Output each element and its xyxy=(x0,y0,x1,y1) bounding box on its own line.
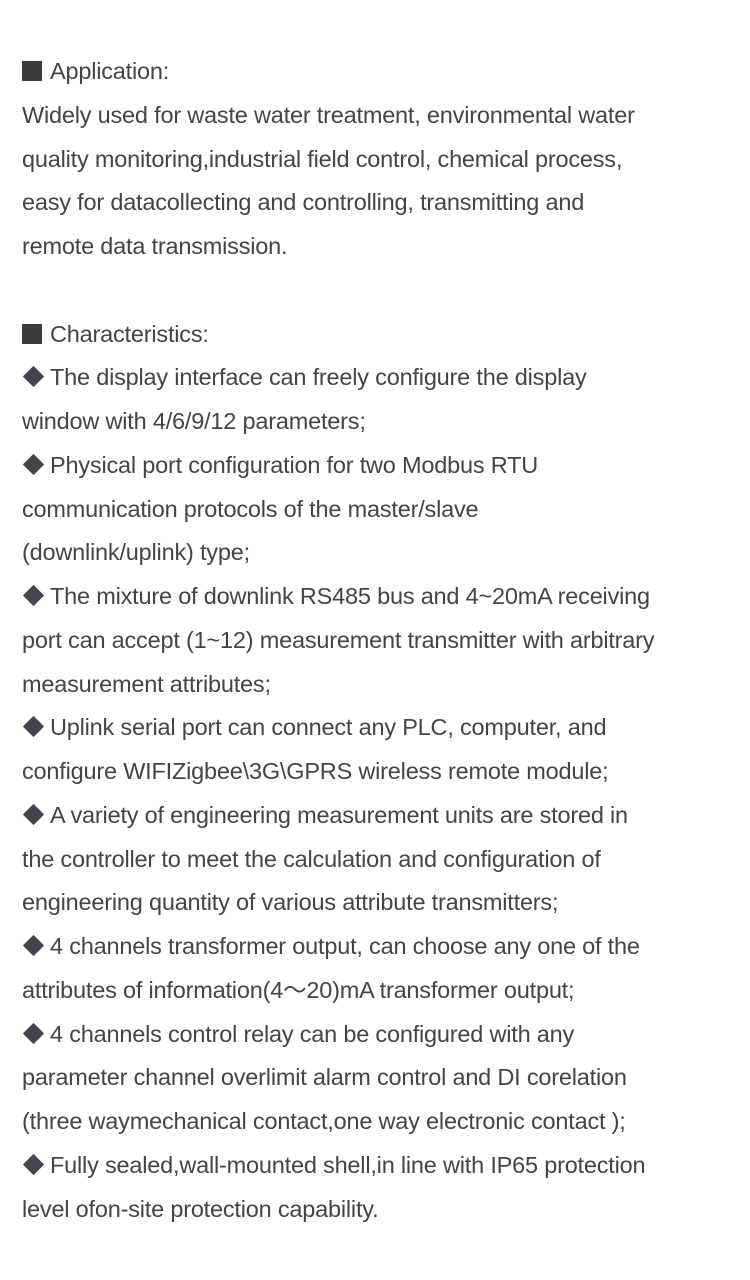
application-line: remote data transmission. xyxy=(22,233,288,259)
characteristic-text: Physical port configuration for two Modb… xyxy=(50,451,539,478)
diamond-bullet-icon xyxy=(22,716,45,738)
characteristic-text: The display interface can freely configu… xyxy=(50,364,587,391)
characteristic-line: engineering quantity of various attribut… xyxy=(22,889,559,916)
characteristic-item: Uplink serial port can connect any PLC, … xyxy=(22,706,750,794)
diamond-bullet-icon xyxy=(22,934,45,957)
application-line: quality monitoring,industrial field cont… xyxy=(22,145,623,172)
characteristic-item: Fully sealed,wall-mounted shell,in line … xyxy=(22,1144,750,1232)
characteristic-first-line: Physical port configuration for two Modb… xyxy=(22,444,750,488)
characteristic-line: attributes of information(4〜20)mA transf… xyxy=(22,976,575,1003)
characteristic-item: Physical port configuration for two Modb… xyxy=(22,444,750,575)
diamond-bullet-icon xyxy=(22,584,45,607)
characteristic-item: 4 channels transformer output, can choos… xyxy=(22,925,750,1013)
characteristic-line: (downlink/uplink) type; xyxy=(22,539,250,566)
characteristic-text: The mixture of downlink RS485 bus and 4~… xyxy=(50,583,650,609)
application-heading: Application: xyxy=(22,50,750,94)
characteristic-line: window with 4/6/9/12 parameters; xyxy=(22,408,366,434)
characteristic-text: Fully sealed,wall-mounted shell,in line … xyxy=(50,1151,646,1178)
characteristic-first-line: 4 channels transformer output, can choos… xyxy=(22,925,750,969)
application-heading-text: Application: xyxy=(50,58,170,84)
characteristics-heading: Characteristics: xyxy=(22,313,750,357)
characteristic-first-line: The display interface can freely configu… xyxy=(22,356,750,400)
square-bullet-icon xyxy=(22,61,42,81)
diamond-bullet-icon xyxy=(22,803,45,825)
characteristic-item: A variety of engineering measurement uni… xyxy=(22,794,750,925)
application-line: Widely used for waste water treatment, e… xyxy=(22,101,635,128)
application-line: easy for datacollecting and controlling,… xyxy=(22,189,585,216)
characteristic-first-line: Uplink serial port can connect any PLC, … xyxy=(22,706,750,750)
characteristic-item: The display interface can freely configu… xyxy=(22,356,750,444)
characteristic-text: Uplink serial port can connect any PLC, … xyxy=(50,714,607,741)
characteristic-line: configure WIFIZigbee\3G\GPRS wireless re… xyxy=(22,758,609,784)
characteristic-first-line: 4 channels control relay can be configur… xyxy=(22,1013,750,1057)
characteristic-line: parameter channel overlimit alarm contro… xyxy=(22,1064,627,1091)
product-description: Application: Widely used for waste water… xyxy=(22,50,750,1231)
diamond-bullet-icon xyxy=(22,366,45,388)
characteristic-line: level ofon-site protection capability. xyxy=(22,1195,379,1222)
square-bullet-icon xyxy=(22,323,42,344)
characteristic-line: measurement attributes; xyxy=(22,670,271,697)
characteristic-text: 4 channels transformer output, can choos… xyxy=(50,933,640,959)
diamond-bullet-icon xyxy=(22,453,45,475)
characteristic-line: port can accept (1~12) measurement trans… xyxy=(22,626,655,653)
characteristic-line: (three waymechanical contact,one way ele… xyxy=(22,1108,626,1134)
characteristic-text: 4 channels control relay can be configur… xyxy=(50,1020,575,1047)
characteristic-line: the controller to meet the calculation a… xyxy=(22,845,601,872)
characteristics-list: The display interface can freely configu… xyxy=(22,356,750,1231)
application-body: Widely used for waste water treatment, e… xyxy=(22,94,750,269)
characteristic-text: A variety of engineering measurement uni… xyxy=(50,801,628,828)
characteristics-heading-text: Characteristics: xyxy=(50,320,209,347)
characteristic-first-line: A variety of engineering measurement uni… xyxy=(22,794,750,838)
characteristic-first-line: The mixture of downlink RS485 bus and 4~… xyxy=(22,575,750,619)
characteristic-item: 4 channels control relay can be configur… xyxy=(22,1013,750,1144)
characteristic-first-line: Fully sealed,wall-mounted shell,in line … xyxy=(22,1144,750,1188)
diamond-bullet-icon xyxy=(22,1022,45,1044)
spacer xyxy=(22,269,750,313)
characteristic-item: The mixture of downlink RS485 bus and 4~… xyxy=(22,575,750,706)
diamond-bullet-icon xyxy=(22,1153,45,1175)
characteristic-line: communication protocols of the master/sl… xyxy=(22,495,479,522)
